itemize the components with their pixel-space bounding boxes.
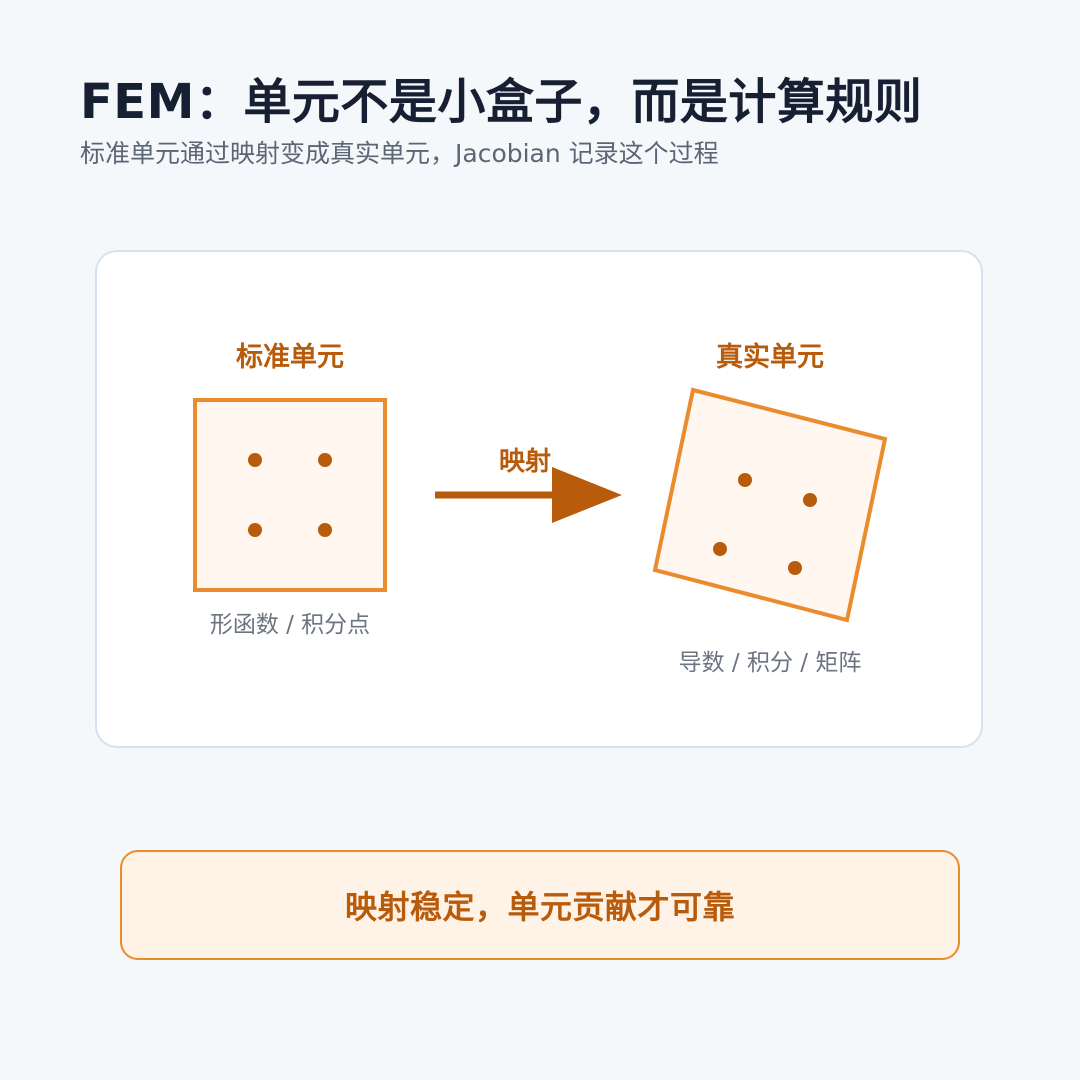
page-subtitle: 标准单元通过映射变成真实单元，Jacobian 记录这个过程 [80,139,719,168]
conclusion-text: 映射稳定，单元贡献才可靠 [344,888,735,926]
diagram-card [95,250,983,748]
page-title: FEM：单元不是小盒子，而是计算规则 [80,74,923,130]
conclusion-callout: 映射稳定，单元贡献才可靠 [120,850,960,960]
